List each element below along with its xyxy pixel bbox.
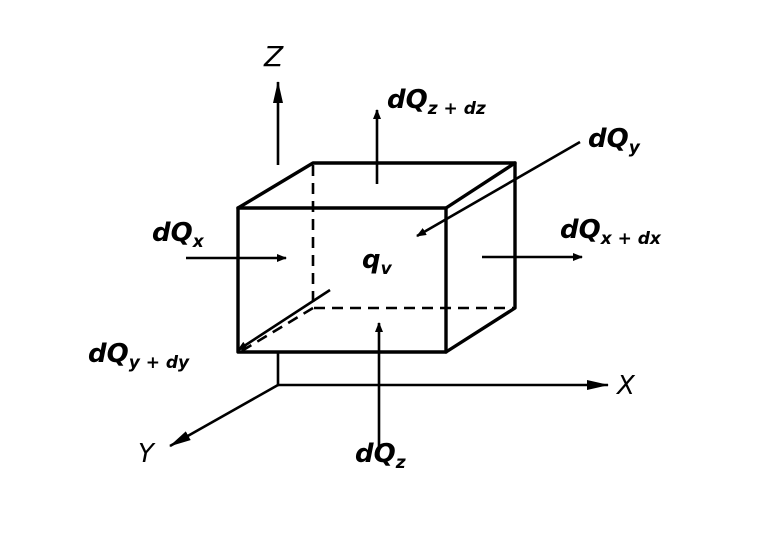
coordinate-axes: Z X Y — [138, 40, 636, 469]
control-volume-cube — [236, 161, 517, 354]
dQy-label-main: dQ — [588, 124, 629, 154]
dQy-dy-label: dQy + dy — [88, 339, 190, 373]
cube-top-face — [236, 161, 517, 210]
heat-flow-arrows — [186, 109, 583, 450]
flux-labels: dQz + dz dQy dQx dQx + dx qv dQy + dy dQ… — [88, 85, 662, 473]
dQz-label-main: dQ — [355, 439, 396, 469]
x-axis-label: X — [615, 371, 636, 401]
dQx-dx-label-main: dQ — [560, 215, 601, 245]
dQx-dx-label-sub: x + dx — [600, 229, 662, 249]
dQx-dx-label: dQx + dx — [560, 215, 662, 249]
qv-label-sub: v — [381, 259, 393, 279]
dQx-label: dQx — [152, 218, 205, 252]
dQy-label-sub: y — [629, 138, 641, 158]
cube-hidden-edges — [311, 165, 515, 310]
dQy-dy-arrow — [237, 288, 331, 352]
cube-hidden-edge-diagonal — [239, 306, 314, 354]
dQy-arrow — [416, 140, 581, 238]
qv-label: qv — [362, 245, 393, 279]
qv-label-main: q — [362, 245, 381, 275]
cube-right-face — [444, 161, 517, 354]
dQz-dz-label: dQz + dz — [387, 85, 486, 119]
dQy-dy-label-sub: y + dy — [129, 353, 190, 373]
dQx-label-main: dQ — [152, 218, 193, 248]
dQz-dz-label-sub: z + dz — [427, 99, 486, 119]
dQy-dy-label-main: dQ — [88, 339, 129, 369]
dQz-label: dQz — [355, 439, 406, 473]
z-axis-label: Z — [263, 40, 284, 73]
dQz-dz-label-main: dQ — [387, 85, 428, 115]
y-axis-line — [169, 383, 279, 448]
dQx-label-sub: x — [192, 232, 205, 252]
dQy-label: dQy — [588, 124, 641, 158]
y-axis-label: Y — [138, 439, 156, 469]
dQz-label-sub: z — [395, 453, 406, 473]
